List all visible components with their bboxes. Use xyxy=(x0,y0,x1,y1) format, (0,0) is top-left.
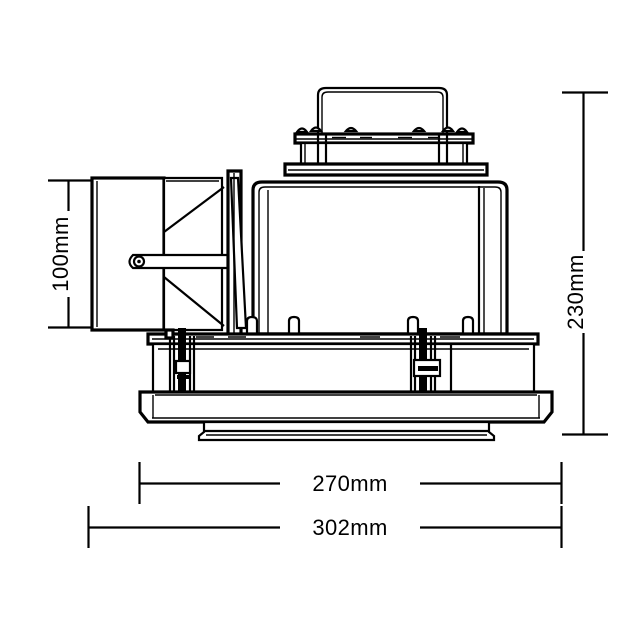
housing-bump-2 xyxy=(308,126,324,133)
part-face-plate xyxy=(138,390,554,424)
top-cap-inner xyxy=(321,91,444,134)
part-top-cap xyxy=(316,86,449,136)
housing-bump-4 xyxy=(411,126,427,133)
dimension-302mm: 302mm xyxy=(87,506,563,548)
dimension-100mm: 100mm xyxy=(48,179,96,329)
damper-pivot-center xyxy=(137,259,141,264)
main-body-inner-outline xyxy=(258,186,502,334)
housing-bump-3 xyxy=(343,126,359,133)
main-body-outline xyxy=(251,180,509,336)
part-duct-flap xyxy=(226,169,248,337)
face-plate-outline xyxy=(138,390,554,424)
part-body-tabs xyxy=(245,315,475,336)
clamp-left-bracket xyxy=(174,359,192,375)
part-main-body xyxy=(251,180,509,336)
housing-bump-6 xyxy=(454,127,470,134)
clamp-left-head xyxy=(164,328,175,340)
clamp-left-pin xyxy=(177,375,189,379)
dimension-230mm: 230mm xyxy=(562,91,608,436)
dim-270mm-label: 270mm xyxy=(312,471,387,496)
duct-flare-diagonal-lower xyxy=(163,276,225,327)
dim-302mm-label: 302mm xyxy=(312,515,387,540)
part-upper-plate xyxy=(146,332,540,346)
housing-bump-1 xyxy=(294,127,310,134)
duct-flap-blade xyxy=(229,176,248,330)
damper-arm xyxy=(128,253,233,270)
duct-flare-diagonal-upper xyxy=(163,186,225,233)
part-mount-clamp-right xyxy=(409,328,442,392)
part-lower-housing xyxy=(151,342,536,394)
body-tab-1 xyxy=(245,315,259,336)
housing-bump-5 xyxy=(440,126,456,133)
part-motor-housing xyxy=(283,126,489,177)
dim-230mm-label: 230mm xyxy=(563,254,588,329)
part-grille xyxy=(197,420,496,442)
body-tab-4 xyxy=(461,315,475,336)
top-cap-outline xyxy=(316,86,449,136)
clamp-right-pin xyxy=(418,366,438,371)
body-tab-2 xyxy=(287,315,301,336)
dim-100mm-label: 100mm xyxy=(48,216,73,291)
dimension-270mm: 270mm xyxy=(138,462,563,504)
lower-housing-outline xyxy=(151,342,536,394)
body-tab-3 xyxy=(406,315,420,336)
part-mount-clamp-left xyxy=(164,328,196,392)
part-duct-transition xyxy=(128,176,233,332)
